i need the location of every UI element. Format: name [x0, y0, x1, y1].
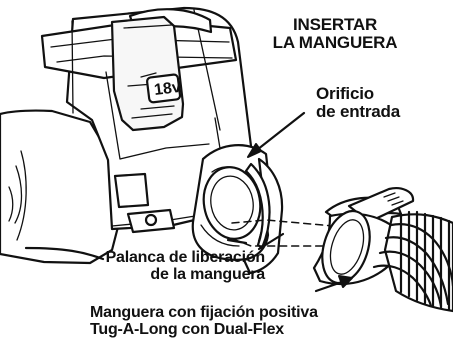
hose-callout-line-1: Manguera con fijación positiva — [90, 304, 318, 321]
instruction-title-line-1: INSERTAR — [292, 15, 378, 34]
hose-callout-line-2: Tug-A-Long con Dual-Flex — [90, 320, 284, 338]
hose-mouth — [321, 209, 371, 285]
inlet-arrow-icon — [247, 143, 262, 158]
inlet-arrow-line — [251, 111, 306, 155]
release-lever-pointer — [226, 238, 248, 245]
hose-callout: Manguera con fijación positiva Tug-A-Lon… — [90, 304, 376, 339]
hose-arrow-line — [314, 279, 347, 293]
callout-arrows — [247, 111, 353, 293]
inlet-callout-line-1: Orificio — [316, 84, 374, 103]
inlet-lip — [242, 157, 284, 275]
hose-arrow-icon — [338, 275, 353, 288]
release-lever-callout: Palanca de liberación de la manguera — [73, 249, 266, 284]
battery-pack — [110, 15, 185, 132]
side-vent — [113, 172, 150, 209]
inlet-assembly — [191, 144, 284, 275]
vacuum-body-left — [0, 109, 122, 265]
foot-screw-icon — [144, 213, 158, 227]
instruction-title: INSERTAR LA MANGUERA — [253, 15, 417, 53]
hose-illustration — [312, 187, 453, 313]
inlet-callout: Orificio de entrada — [316, 84, 411, 122]
inlet-callout-line-2: de entrada — [316, 102, 400, 122]
instruction-title-line-2: LA MANGUERA — [272, 33, 398, 53]
battery-voltage: 18v — [153, 79, 182, 99]
hose-release-lever — [347, 187, 415, 223]
battery-badge — [146, 73, 182, 104]
hose-pointer — [257, 232, 285, 251]
release-lever-callout-line-1: Palanca de liberación — [105, 249, 266, 266]
guide-lines — [226, 219, 357, 251]
release-lever-callout-line-2: de la manguera — [150, 265, 265, 283]
